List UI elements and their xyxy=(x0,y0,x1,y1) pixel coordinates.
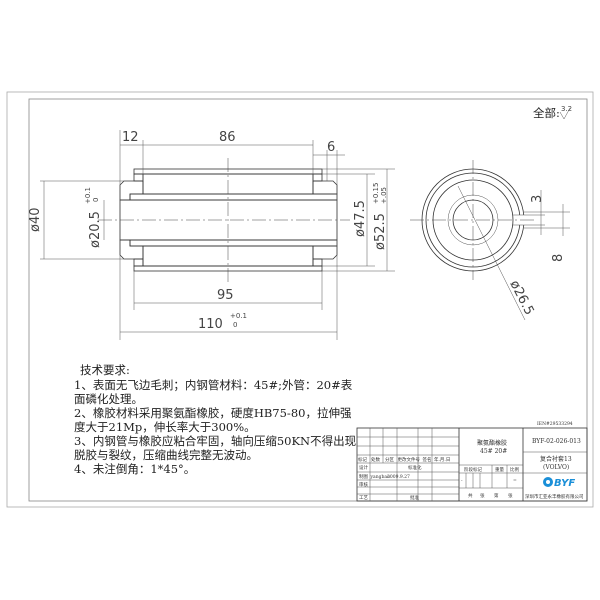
dim-86: 86 xyxy=(219,130,236,145)
drawing-number: BYF-02-026-013 xyxy=(532,438,581,445)
dim-dia52-5-tol-lower: +.05 xyxy=(380,187,388,204)
dim-95: 95 xyxy=(217,288,234,303)
note-line: 面磷化处理。 xyxy=(74,392,143,406)
roughness-label: 全部: xyxy=(533,106,560,120)
dim-dia52-5-tol-upper: +0.15 xyxy=(372,183,380,204)
dim-110-tol-lower: 0 xyxy=(233,321,237,329)
note-line: 2、橡胶材料采用聚氨酯橡胶，硬度HB75-80，拉伸强 xyxy=(74,406,352,420)
material-line1: 聚氨酯橡胶 xyxy=(477,439,507,447)
company-logo: BYF xyxy=(543,477,575,489)
role-label: 设计 xyxy=(359,464,368,471)
header-cell: 处数 xyxy=(371,456,380,463)
inner-tube xyxy=(129,193,338,201)
right-flange xyxy=(312,180,338,195)
dim-dia40: ø40 xyxy=(28,208,43,233)
role-label: 审核 xyxy=(359,481,368,488)
title-block: IEN#29533294 标记 处数 分区 更改文件号 签名 年.月.日 设计 … xyxy=(356,421,588,502)
dim-6: 6 xyxy=(327,140,335,155)
notes-title: 技术要求: xyxy=(80,363,130,377)
header-cell: 分区 xyxy=(385,456,394,463)
header-cell: 标记 xyxy=(358,456,367,463)
dim-dia20-5: ø20.5 xyxy=(88,211,103,248)
role-label: 工艺 xyxy=(359,495,368,501)
technical-requirements: 技术要求: 1、表面无飞边毛刺；内钢管材料：45#;外管：20#表 面磷化处理。… xyxy=(74,363,356,476)
part-model: (VOLVO) xyxy=(543,464,569,471)
sheets-label: 张 xyxy=(480,492,485,499)
stage-value: - xyxy=(461,479,463,484)
header-cell: 更改文件号 xyxy=(398,456,421,463)
section-view xyxy=(98,158,350,282)
scale-label: 比例 xyxy=(510,466,519,473)
header-cell: 年.月.日 xyxy=(434,456,450,463)
note-line: 4、未注倒角：1*45°。 xyxy=(74,462,195,476)
dimensions: 12 86 6 95 110 +0.1 0 ø40 ø20.5 +0.1 0 ø… xyxy=(28,130,395,340)
dim-110: 110 xyxy=(198,317,223,332)
drafter: yangbao xyxy=(370,474,391,480)
stage-label: 阶段标记 xyxy=(464,466,482,473)
header-cell: 签名 xyxy=(423,456,432,463)
approve-label: 批准 xyxy=(410,494,419,501)
sheets-label: 第 xyxy=(494,492,499,499)
end-view: 3 8 ø26.5 xyxy=(410,160,570,321)
dim-dia26-5: ø26.5 xyxy=(506,278,536,318)
roughness-value: 3.2 xyxy=(561,105,572,113)
company-name: 深圳市汇亚永丰橡胶有限公司 xyxy=(525,493,584,500)
dim-dia20-5-tol-upper: +0.1 xyxy=(84,187,92,204)
sheets-label: 张 xyxy=(508,492,513,499)
inner-frame xyxy=(28,98,588,502)
dim-110-tol-upper: +0.1 xyxy=(230,312,247,320)
dim-12: 12 xyxy=(122,130,139,145)
part-name: 复合衬套13 xyxy=(540,455,572,463)
outer-frame xyxy=(6,91,594,508)
sheets-label: 共 xyxy=(468,492,473,499)
left-flange xyxy=(119,180,144,201)
standardize-label: 标准化 xyxy=(408,464,422,471)
material-line2: 45# 20# xyxy=(480,448,507,455)
role-label: 制图 xyxy=(359,473,368,480)
note-line: 1、表面无飞边毛刺；内钢管材料：45#;外管：20#表 xyxy=(74,378,353,392)
date: 2009.9.27 xyxy=(387,474,410,480)
note-line: 脱胶与裂纹，压缩曲线完整无波动。 xyxy=(74,448,258,462)
logo-text: BYF xyxy=(554,478,575,489)
note-line: 度大于21Mp，伸长率大于300%。 xyxy=(74,420,256,434)
dim-slot-8: 8 xyxy=(551,254,566,262)
dim-slot-3: 3 xyxy=(530,195,545,203)
dim-dia52-5: ø52.5 xyxy=(373,213,388,250)
weight-label: 重量 xyxy=(495,466,504,473)
dim-dia20-5-tol-lower: 0 xyxy=(92,198,100,202)
note-line: 3、内钢管与橡胶应粘合牢固，轴向压缩50KN不得出现 xyxy=(74,434,356,448)
dim-dia47-5: ø47.5 xyxy=(353,200,368,237)
surface-roughness-symbol: 全部: 3.2 xyxy=(533,105,572,120)
scale-value: = xyxy=(513,479,517,484)
doc-id: IEN#29533294 xyxy=(537,421,573,427)
